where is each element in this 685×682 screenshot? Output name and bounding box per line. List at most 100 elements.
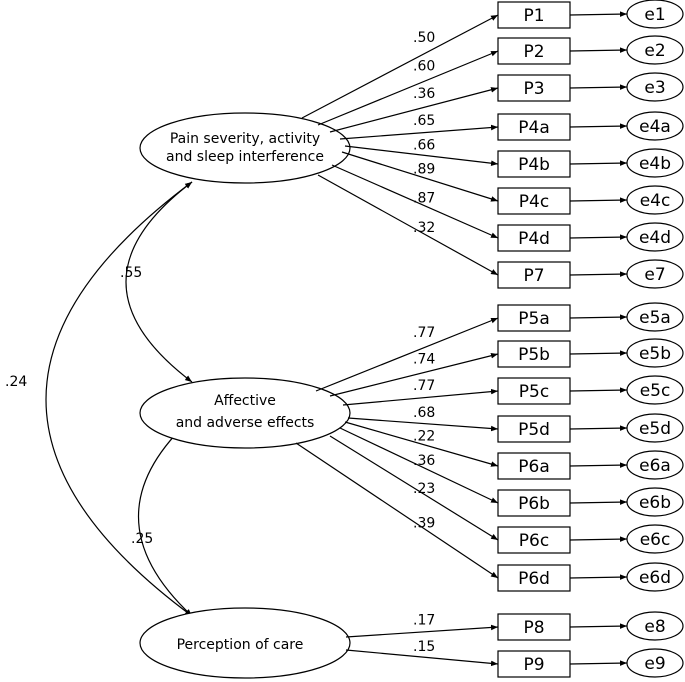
indicator-label-P2: P2 — [523, 42, 544, 62]
loading-path-P3 — [329, 87, 499, 133]
indicator-label-P8: P8 — [523, 618, 544, 638]
loading-path-P4b — [344, 145, 499, 166]
error-path-P2 — [569, 47, 628, 53]
indicator-box-P6d — [497, 564, 571, 592]
indicator-label-P4a: P4a — [518, 118, 550, 138]
indicator-box-P1 — [497, 1, 571, 29]
correlation-layer: .55 .25 .24 — [5, 181, 193, 617]
latent-affective: Affective and adverse effects — [139, 377, 351, 449]
loading-path-P6c — [329, 435, 499, 541]
latent-pain-label-line1: Pain severity, activity — [170, 131, 320, 147]
correlation-affective-care — [138, 417, 193, 617]
indicator-P8: .17 P8 e8 — [345, 611, 684, 641]
error-ellipse-e5c — [626, 375, 684, 405]
error-path-P4c — [569, 197, 628, 203]
error-path-P7 — [569, 271, 628, 277]
loading-label-P8: .17 — [413, 612, 435, 628]
error-ellipse-e6d — [626, 562, 684, 592]
error-path-P4b — [569, 160, 628, 166]
loading-path-P4d — [331, 164, 499, 239]
error-path-P4a — [569, 123, 628, 129]
latent-pain-ellipse — [139, 112, 351, 184]
indicator-label-P6b: P6b — [518, 494, 550, 514]
indicator-label-P4d: P4d — [518, 229, 550, 249]
loading-path-P9 — [345, 649, 499, 667]
loading-path-P4c — [341, 151, 499, 202]
error-path-P4d — [569, 234, 628, 240]
loading-path-P6a — [344, 421, 499, 467]
error-ellipse-e4d — [626, 222, 684, 252]
indicator-box-P6a — [497, 452, 571, 480]
correlation-label-pain-care: .24 — [5, 374, 27, 390]
latent-affective-label-line1: Affective — [214, 393, 276, 409]
loading-label-P5c: .77 — [413, 378, 435, 394]
latent-care-label: Perception of care — [177, 637, 304, 653]
error-label-e6b: e6b — [639, 493, 671, 513]
loading-label-P4a: .65 — [413, 113, 435, 129]
error-ellipse-e1 — [626, 0, 684, 29]
loading-label-P5b: .74 — [413, 351, 435, 367]
error-label-e7: e7 — [644, 265, 665, 285]
latent-affective-label-line2: and adverse effects — [176, 415, 315, 431]
indicator-label-P9: P9 — [523, 655, 544, 675]
loading-path-P1 — [301, 14, 499, 119]
loading-label-P7: .32 — [413, 220, 435, 236]
indicator-label-P5d: P5d — [518, 420, 550, 440]
error-ellipse-e4c — [626, 185, 684, 215]
indicator-box-P3 — [497, 74, 571, 102]
error-ellipse-e4b — [626, 148, 684, 178]
error-path-P9 — [569, 660, 628, 666]
loading-path-P2 — [317, 50, 499, 126]
error-ellipse-e7 — [626, 259, 684, 289]
error-label-e5d: e5d — [639, 419, 671, 439]
indicator-box-P4b — [497, 150, 571, 178]
indicator-label-P1: P1 — [523, 6, 544, 26]
correlation-pain-affective — [125, 181, 193, 383]
latent-pain: Pain severity, activity and sleep interf… — [139, 112, 351, 184]
error-label-e4c: e4c — [640, 191, 671, 211]
error-path-P1 — [569, 11, 628, 17]
indicator-label-P5c: P5c — [519, 382, 549, 402]
loading-label-P6a: .22 — [413, 428, 435, 444]
loading-label-P5d: .68 — [413, 405, 435, 421]
error-path-P6c — [569, 536, 628, 542]
error-label-e8: e8 — [644, 617, 665, 637]
indicator-label-P4b: P4b — [518, 155, 550, 175]
loading-label-P4c: .89 — [413, 162, 435, 178]
indicator-label-P5a: P5a — [518, 309, 550, 329]
error-label-e2: e2 — [644, 41, 665, 61]
indicator-box-P4a — [497, 113, 571, 141]
loading-path-P8 — [345, 624, 499, 638]
error-label-e5b: e5b — [639, 344, 671, 364]
loading-label-P2: .60 — [413, 59, 435, 75]
indicator-label-P7: P7 — [523, 266, 544, 286]
error-path-P5a — [569, 314, 628, 320]
indicator-label-P4c: P4c — [519, 192, 549, 212]
error-label-e6c: e6c — [640, 530, 671, 550]
error-ellipse-e6c — [626, 524, 684, 554]
error-ellipse-e6a — [626, 450, 684, 480]
error-ellipse-e5d — [626, 413, 684, 443]
error-ellipse-e5b — [626, 338, 684, 368]
error-ellipse-e8 — [626, 611, 684, 641]
indicator-box-P9 — [497, 650, 571, 678]
error-path-P5c — [569, 387, 628, 393]
loading-path-P5b — [329, 352, 499, 397]
error-ellipse-e3 — [626, 72, 684, 102]
error-path-P6d — [569, 574, 628, 580]
indicator-P2: .60 P2 e2 — [317, 35, 684, 126]
indicator-label-P6d: P6d — [518, 569, 550, 589]
error-label-e6d: e6d — [639, 568, 671, 588]
